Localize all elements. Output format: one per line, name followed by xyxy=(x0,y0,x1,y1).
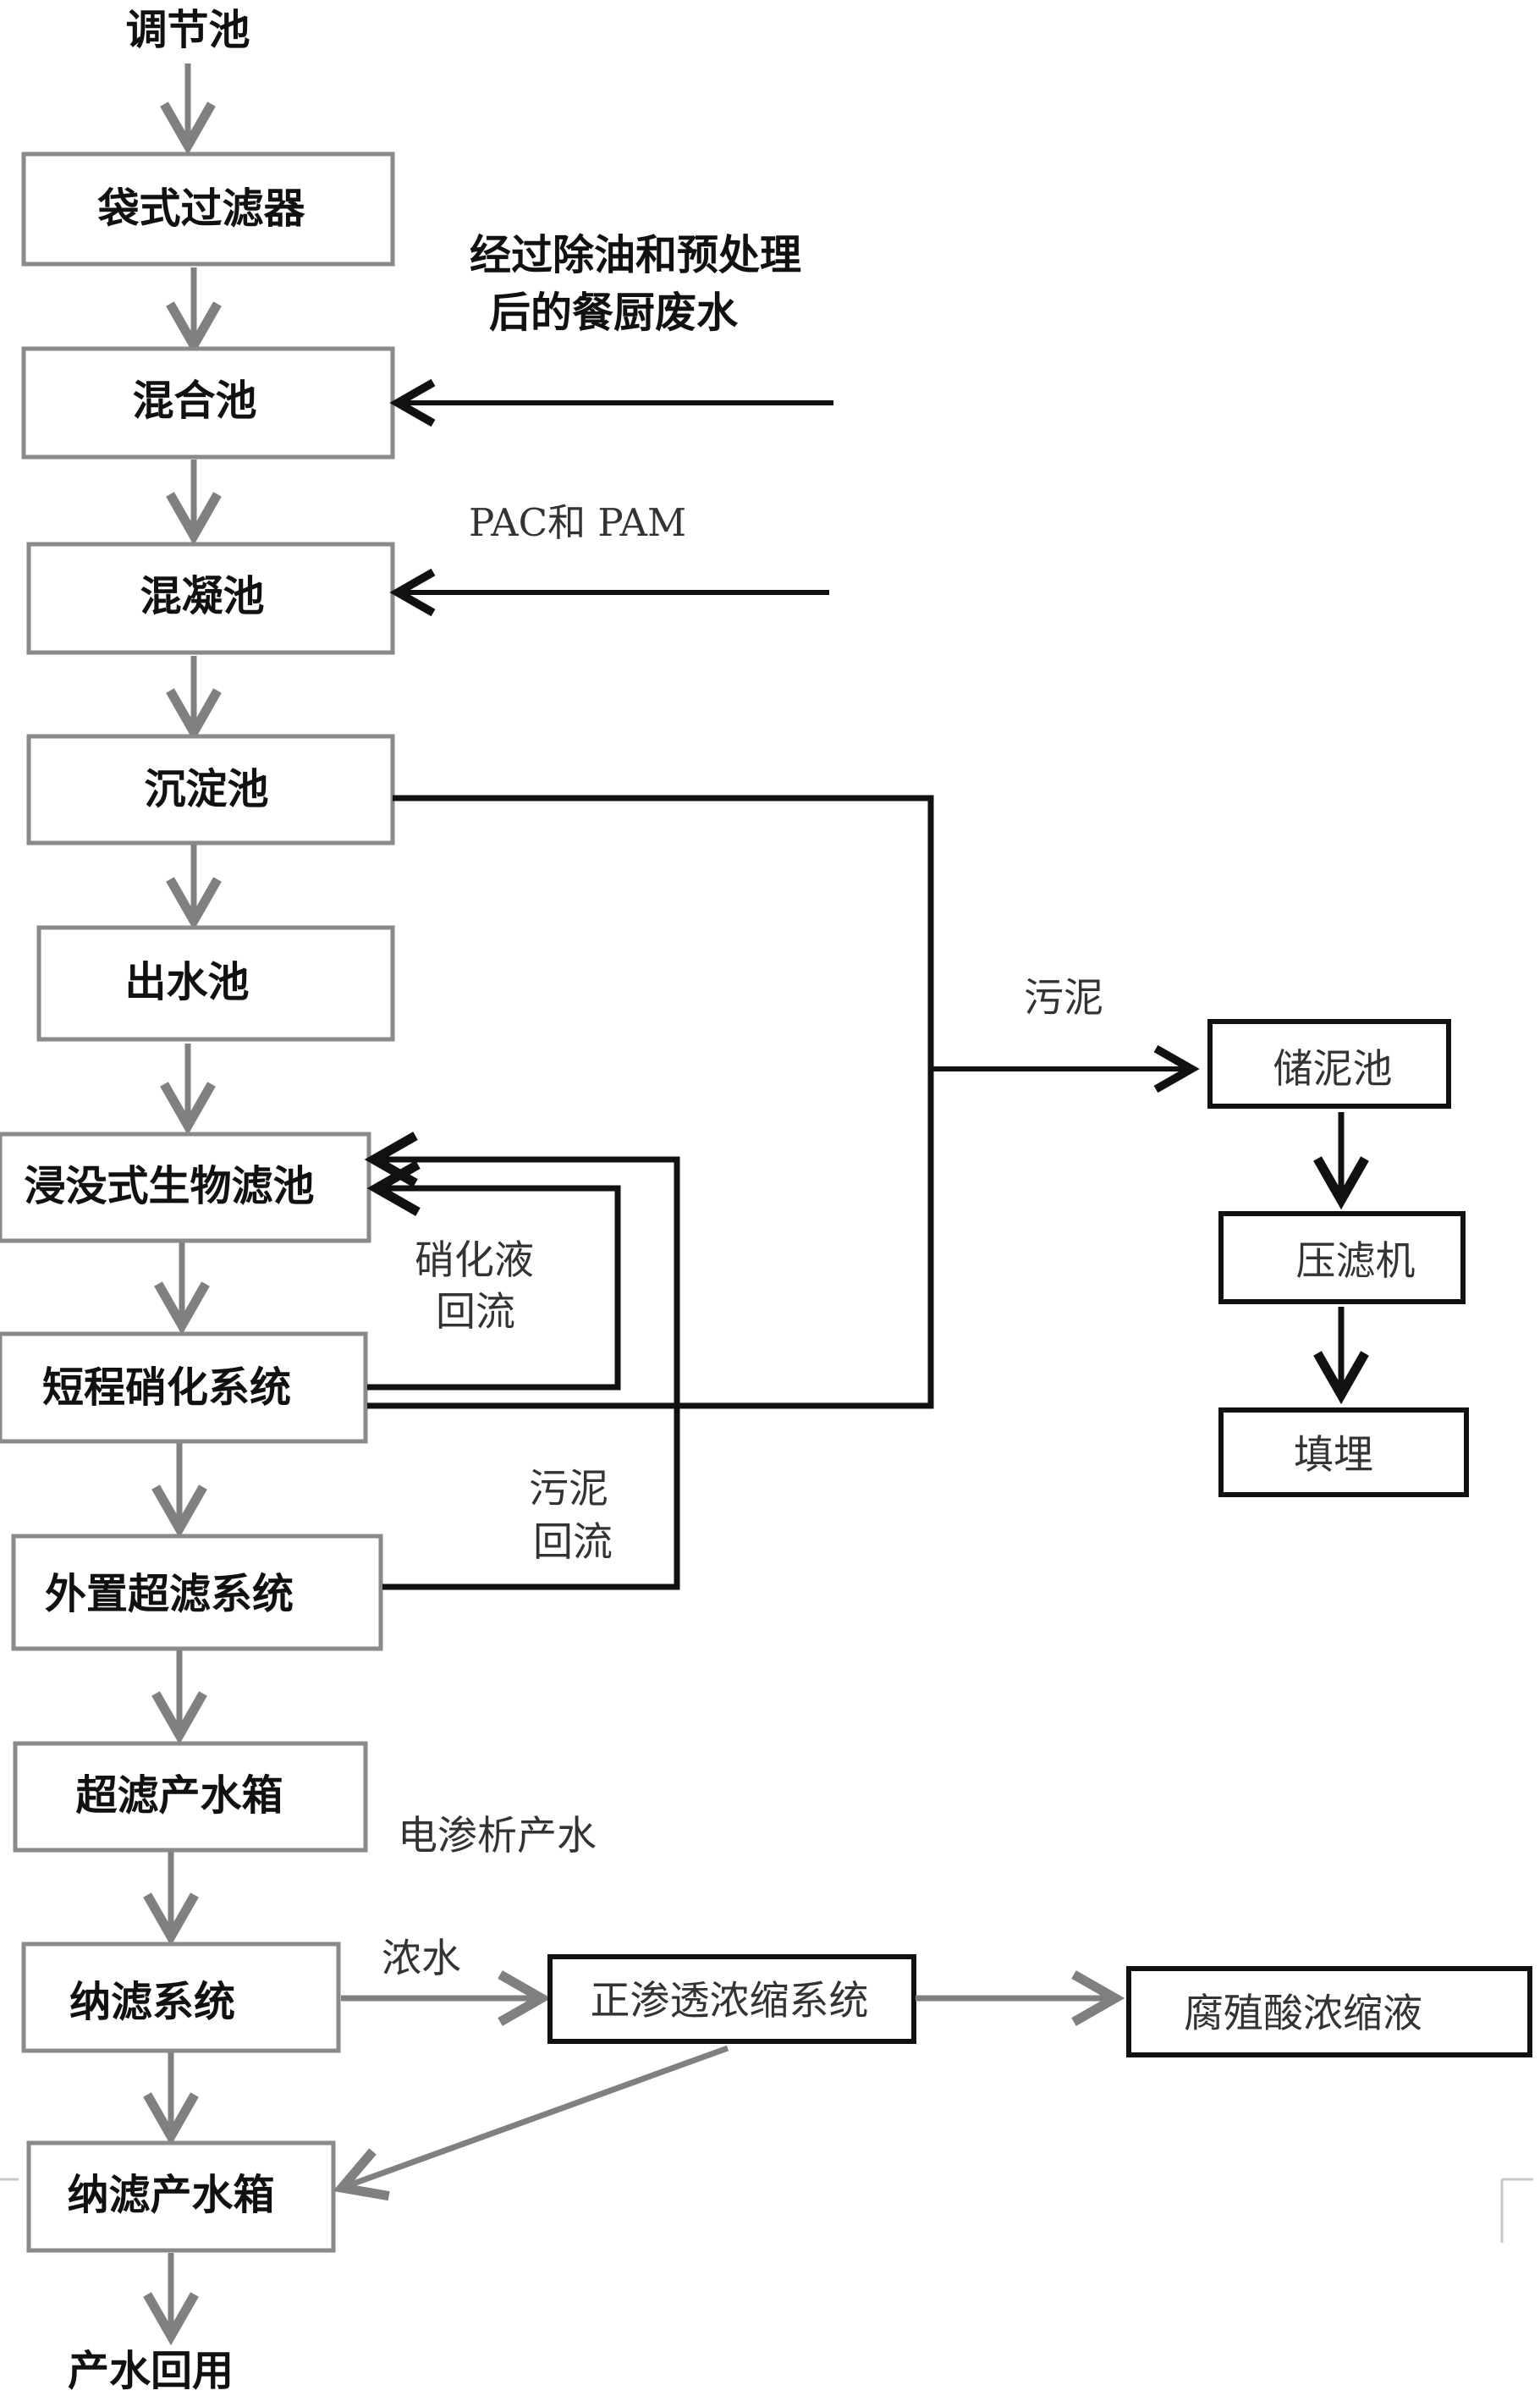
node-daishi-label: 袋式过滤器 xyxy=(96,185,305,233)
node-nalv: 纳滤系统 xyxy=(21,1942,341,2053)
node-chendian: 沉淀池 xyxy=(26,734,395,845)
node-zhengshentou: 正渗透浓缩系统 xyxy=(547,1954,916,2044)
node-hunning: 混凝池 xyxy=(26,542,395,655)
node-nalv-label: 纳滤系统 xyxy=(69,1978,235,2026)
node-tiaojie-label: 调节池 xyxy=(125,6,250,54)
node-chendian-label: 沉淀池 xyxy=(144,765,268,813)
concentrate-label: 浓水 xyxy=(382,1936,461,1982)
node-chuni-label: 储泥池 xyxy=(1273,1046,1393,1093)
node-nalv-tank-label: 纳滤产水箱 xyxy=(67,2171,274,2219)
sludge-collection-line xyxy=(367,795,934,1409)
corner-mark-right xyxy=(1500,2178,1533,2243)
nitrification-reflux-line xyxy=(366,1160,621,1391)
node-yalv-label: 压滤机 xyxy=(1296,1238,1416,1285)
chemicals-label: PAC和 PAM xyxy=(469,500,686,545)
sludge-reflux-label-2: 回流 xyxy=(533,1519,613,1566)
node-hunning-label: 混凝池 xyxy=(140,572,264,620)
arrow-zhengshentou-to-nalv-tank xyxy=(333,2045,729,2201)
sludge-reflux-line xyxy=(364,1132,680,1590)
node-tianmai-label: 填埋 xyxy=(1294,1432,1373,1479)
node-chushui-label: 出水池 xyxy=(124,958,249,1006)
node-tianmai: 填埋 xyxy=(1218,1407,1469,1497)
node-daishi: 袋式过滤器 xyxy=(21,151,395,267)
node-fuzhisuan: 腐殖酸浓缩液 xyxy=(1126,1966,1532,2057)
node-chushui: 出水池 xyxy=(36,925,395,1042)
node-chaolv-tank-label: 超滤产水箱 xyxy=(75,1771,283,1820)
nitrify-reflux-label-2: 回流 xyxy=(436,1289,515,1336)
node-hunhe-label: 混合池 xyxy=(132,377,256,425)
node-fuzhisuan-label: 腐殖酸浓缩液 xyxy=(1184,1991,1422,2037)
node-duancheng-label: 短程硝化系统 xyxy=(42,1363,291,1412)
node-hunhe: 混合池 xyxy=(21,346,395,460)
node-chaolv-tank: 超滤产水箱 xyxy=(13,1741,368,1853)
node-waizhi: 外置超滤系统 xyxy=(11,1534,383,1651)
sludge-reflux-label-1: 污泥 xyxy=(529,1466,608,1512)
node-chuni: 储泥池 xyxy=(1207,1019,1451,1109)
feed-label-line2: 后的餐厨废水 xyxy=(489,289,739,337)
ed-water-label: 电渗析产水 xyxy=(398,1813,597,1859)
nitrify-reflux-label-1: 硝化液 xyxy=(415,1237,534,1284)
node-huiyong-label: 产水回用 xyxy=(68,2347,234,2395)
node-zhengshentou-label: 正渗透浓缩系统 xyxy=(591,1978,869,2024)
node-yalv: 压滤机 xyxy=(1218,1211,1466,1304)
node-waizhi-label: 外置超滤系统 xyxy=(45,1570,294,1618)
node-jinmei-label: 浸没式生物滤池 xyxy=(24,1162,314,1210)
node-jinmei: 浸没式生物滤池 xyxy=(0,1132,371,1243)
node-duancheng: 短程硝化系统 xyxy=(0,1331,368,1444)
sludge-label: 污泥 xyxy=(1024,975,1103,1022)
feed-label-line1: 经过除油和预处理 xyxy=(470,231,801,279)
node-nalv-tank: 纳滤产水箱 xyxy=(26,2140,336,2253)
